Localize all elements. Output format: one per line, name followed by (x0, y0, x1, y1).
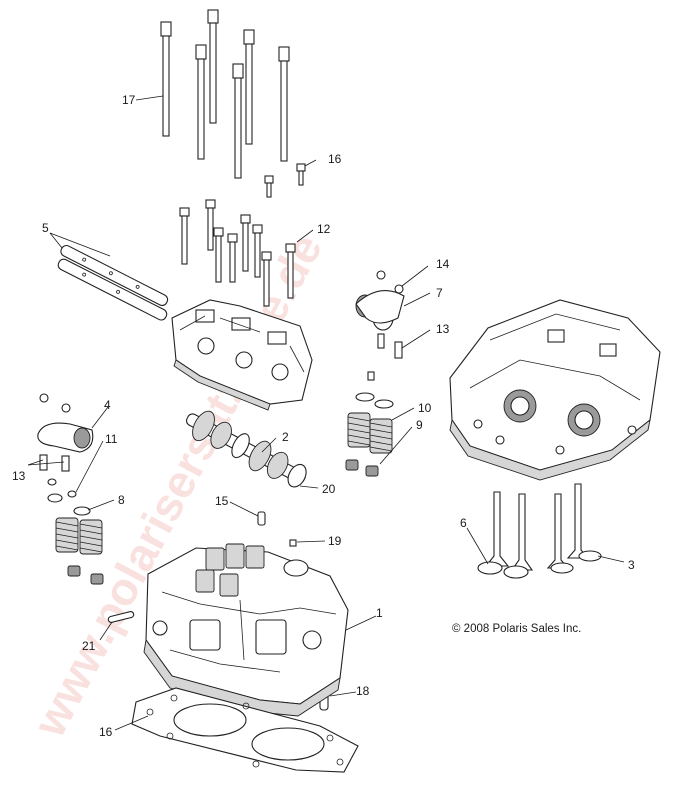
callout-1: 1 (376, 606, 383, 620)
medium-bolts-12 (179, 199, 296, 307)
callout-13-left: 13 (12, 469, 26, 483)
cam-carrier (171, 299, 313, 411)
rocker-arm-left (37, 393, 94, 472)
callout-15: 15 (215, 494, 229, 508)
bolt (195, 44, 207, 160)
callout-2: 2 (282, 430, 289, 444)
lash-adjusters-13-right (377, 333, 403, 359)
bolt (232, 63, 244, 179)
intake-valves (477, 491, 534, 579)
pin-22 (107, 611, 135, 623)
callout-5: 5 (42, 221, 49, 235)
callout-12: 12 (317, 222, 331, 236)
head-gasket (131, 687, 359, 773)
exhaust-valves (546, 483, 602, 574)
dowel-pin-15 (257, 511, 266, 526)
callout-14: 14 (436, 257, 450, 271)
rocker-shafts (57, 244, 169, 321)
bolt (160, 21, 172, 137)
head-bolts-long (160, 9, 290, 179)
plug-20 (289, 539, 297, 547)
cylinder-head-main (143, 543, 349, 717)
callout-13-right: 13 (436, 322, 450, 336)
callout-6: 6 (460, 516, 467, 530)
bolt (243, 29, 255, 145)
bolt (278, 46, 290, 162)
callout-22: 21 (82, 639, 96, 653)
callout-18: 17 (122, 93, 136, 107)
callout-4: 4 (104, 398, 111, 412)
camshaft (186, 410, 307, 488)
rocker-arm-right (355, 270, 405, 331)
callout-7: 7 (436, 286, 443, 300)
callout-21: 20 (322, 482, 336, 496)
copyright-text: © 2008 Polaris Sales Inc. (452, 623, 581, 635)
callout-17: 16 (328, 152, 342, 166)
callouts: 17 16 12 5 14 7 13 4 2 10 9 13 11 8 20 1… (12, 93, 635, 739)
callout-20: 19 (328, 534, 342, 548)
callout-11: 11 (105, 432, 118, 446)
callout-19: 18 (356, 684, 370, 698)
valve-springs-right (345, 371, 394, 477)
leader-lines (27, 95, 625, 731)
callout-16: 16 (99, 725, 113, 739)
small-bolts-17 (264, 163, 306, 198)
callout-3: 3 (628, 558, 635, 572)
bolt (207, 9, 219, 124)
callout-9: 9 (416, 418, 423, 432)
valve-springs-left (47, 478, 104, 585)
callout-10: 10 (418, 401, 432, 415)
cylinder-head-bottom-view (449, 299, 661, 481)
callout-8: 8 (118, 493, 125, 507)
